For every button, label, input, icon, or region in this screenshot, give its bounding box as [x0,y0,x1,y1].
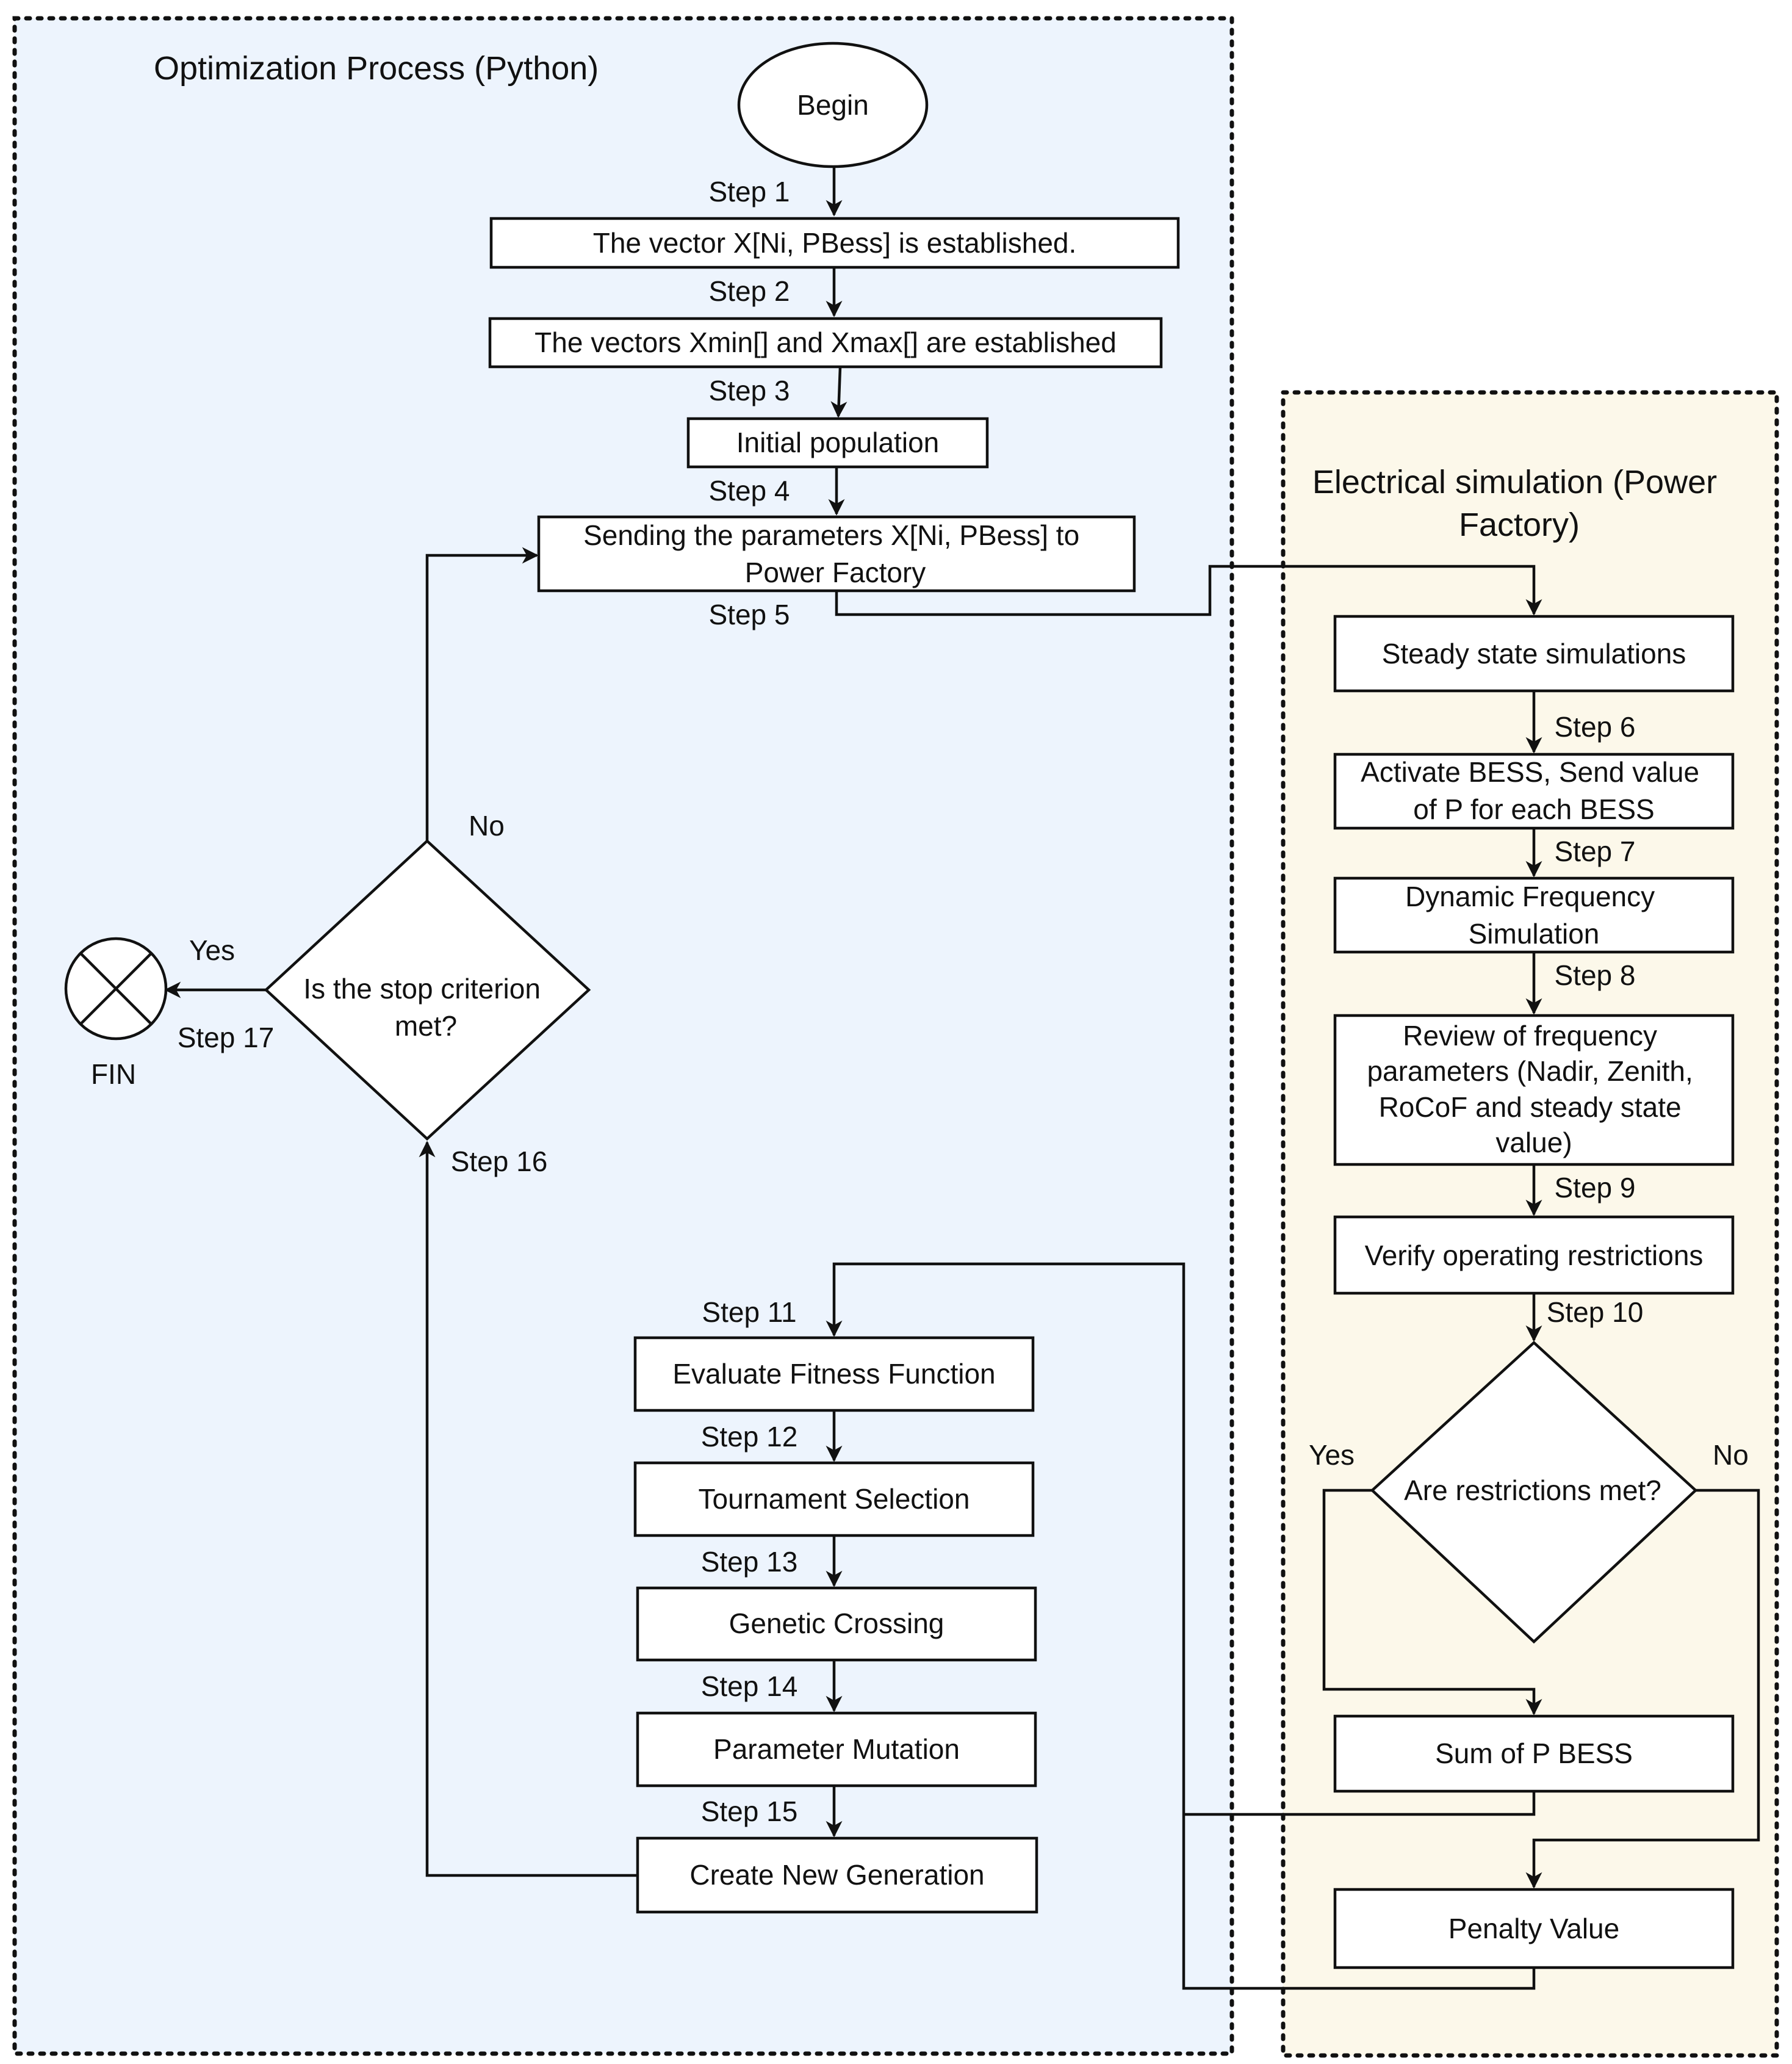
tournament-box [633,1461,1035,1537]
step-10-label: Step 10 [1547,1296,1644,1328]
step-11-label: Step 11 [702,1296,796,1328]
steady-state-box [1333,615,1735,693]
restrictions-met-no-label: No [1713,1439,1749,1471]
step-1-label: Step 1 [709,176,790,207]
fitness-label: Evaluate Fitness Function [672,1358,995,1390]
begin-label: Begin [797,89,869,121]
python-region-frame [12,16,1234,2056]
powerfactory-region-frame [1281,390,1779,2058]
restrictions-met-label: Are restrictions met? [1404,1474,1661,1506]
initial-population-label: Initial population [736,427,939,458]
step-16-label: Step 16 [451,1146,548,1177]
stop-criterion-yes-label: Yes [189,934,235,966]
step-12-label: Step 12 [701,1421,798,1452]
step-5-label: Step 5 [709,599,790,630]
crossing-box [636,1586,1037,1662]
step-2-label: Step 2 [709,275,790,307]
stop-criterion-diamond [264,839,591,1141]
python-region-title: Optimization Process (Python) [154,50,599,87]
fin-node [64,937,168,1041]
begin-node [737,41,929,168]
crossing-label: Genetic Crossing [729,1608,945,1639]
new-generation-box [636,1836,1038,1914]
dynamic-freq-label: Dynamic Frequency Simulation [1405,881,1663,950]
restrictions-met-yes-label: Yes [1309,1439,1355,1471]
penalty-label: Penalty Value [1448,1913,1619,1944]
xmin-xmax-label: The vectors Xmin[] and Xmax[] are establ… [534,327,1117,358]
step-4-label: Step 4 [709,475,790,507]
xmin-xmax-box [488,317,1163,369]
vector-x-label: The vector X[Ni, PBess] is established. [593,227,1077,259]
tournament-label: Tournament Selection [699,1483,970,1515]
step-6-label: Step 6 [1555,711,1636,743]
mutation-label: Parameter Mutation [713,1733,960,1765]
sum-p-bess-box [1333,1714,1735,1793]
fin-label: FIN [91,1058,136,1090]
verify-restrictions-box [1333,1215,1735,1295]
stop-criterion-no-label: No [469,810,505,842]
steady-state-label: Steady state simulations [1382,638,1686,669]
connectors [164,167,1760,1990]
powerfactory-region-title: Electrical simulation (Power Factory) [1312,464,1726,543]
review-freq-label: Review of frequency parameters (Nadir, Z… [1367,1020,1700,1158]
vector-x-box [489,217,1180,269]
step-3-label: Step 3 [709,375,790,406]
step-9-label: Step 9 [1555,1172,1636,1203]
step-17-label: Step 17 [178,1022,275,1053]
send-params-box [537,515,1136,593]
new-generation-label: Create New Generation [689,1859,984,1891]
restrictions-met-diamond [1370,1340,1698,1644]
step-14-label: Step 14 [701,1670,798,1702]
activate-bess-box [1333,752,1735,830]
step-7-label: Step 7 [1555,835,1636,867]
send-params-label: Sending the parameters X[Ni, PBess] to P… [583,519,1087,588]
verify-restrictions-label: Verify operating restrictions [1365,1239,1704,1271]
initial-population-box [686,417,989,469]
penalty-box [1333,1888,1735,1969]
sum-p-bess-label: Sum of P BESS [1435,1737,1633,1769]
fitness-box [633,1336,1035,1412]
step-8-label: Step 8 [1555,959,1636,991]
review-freq-box [1333,1014,1735,1166]
stop-criterion-label: Is the stop criterion met? [303,973,548,1042]
dynamic-freq-box [1333,876,1735,954]
activate-bess-label: Activate BESS, Send value of P for each … [1361,756,1707,825]
mutation-box [636,1711,1037,1788]
step-15-label: Step 15 [701,1795,798,1827]
step-13-label: Step 13 [701,1546,798,1578]
